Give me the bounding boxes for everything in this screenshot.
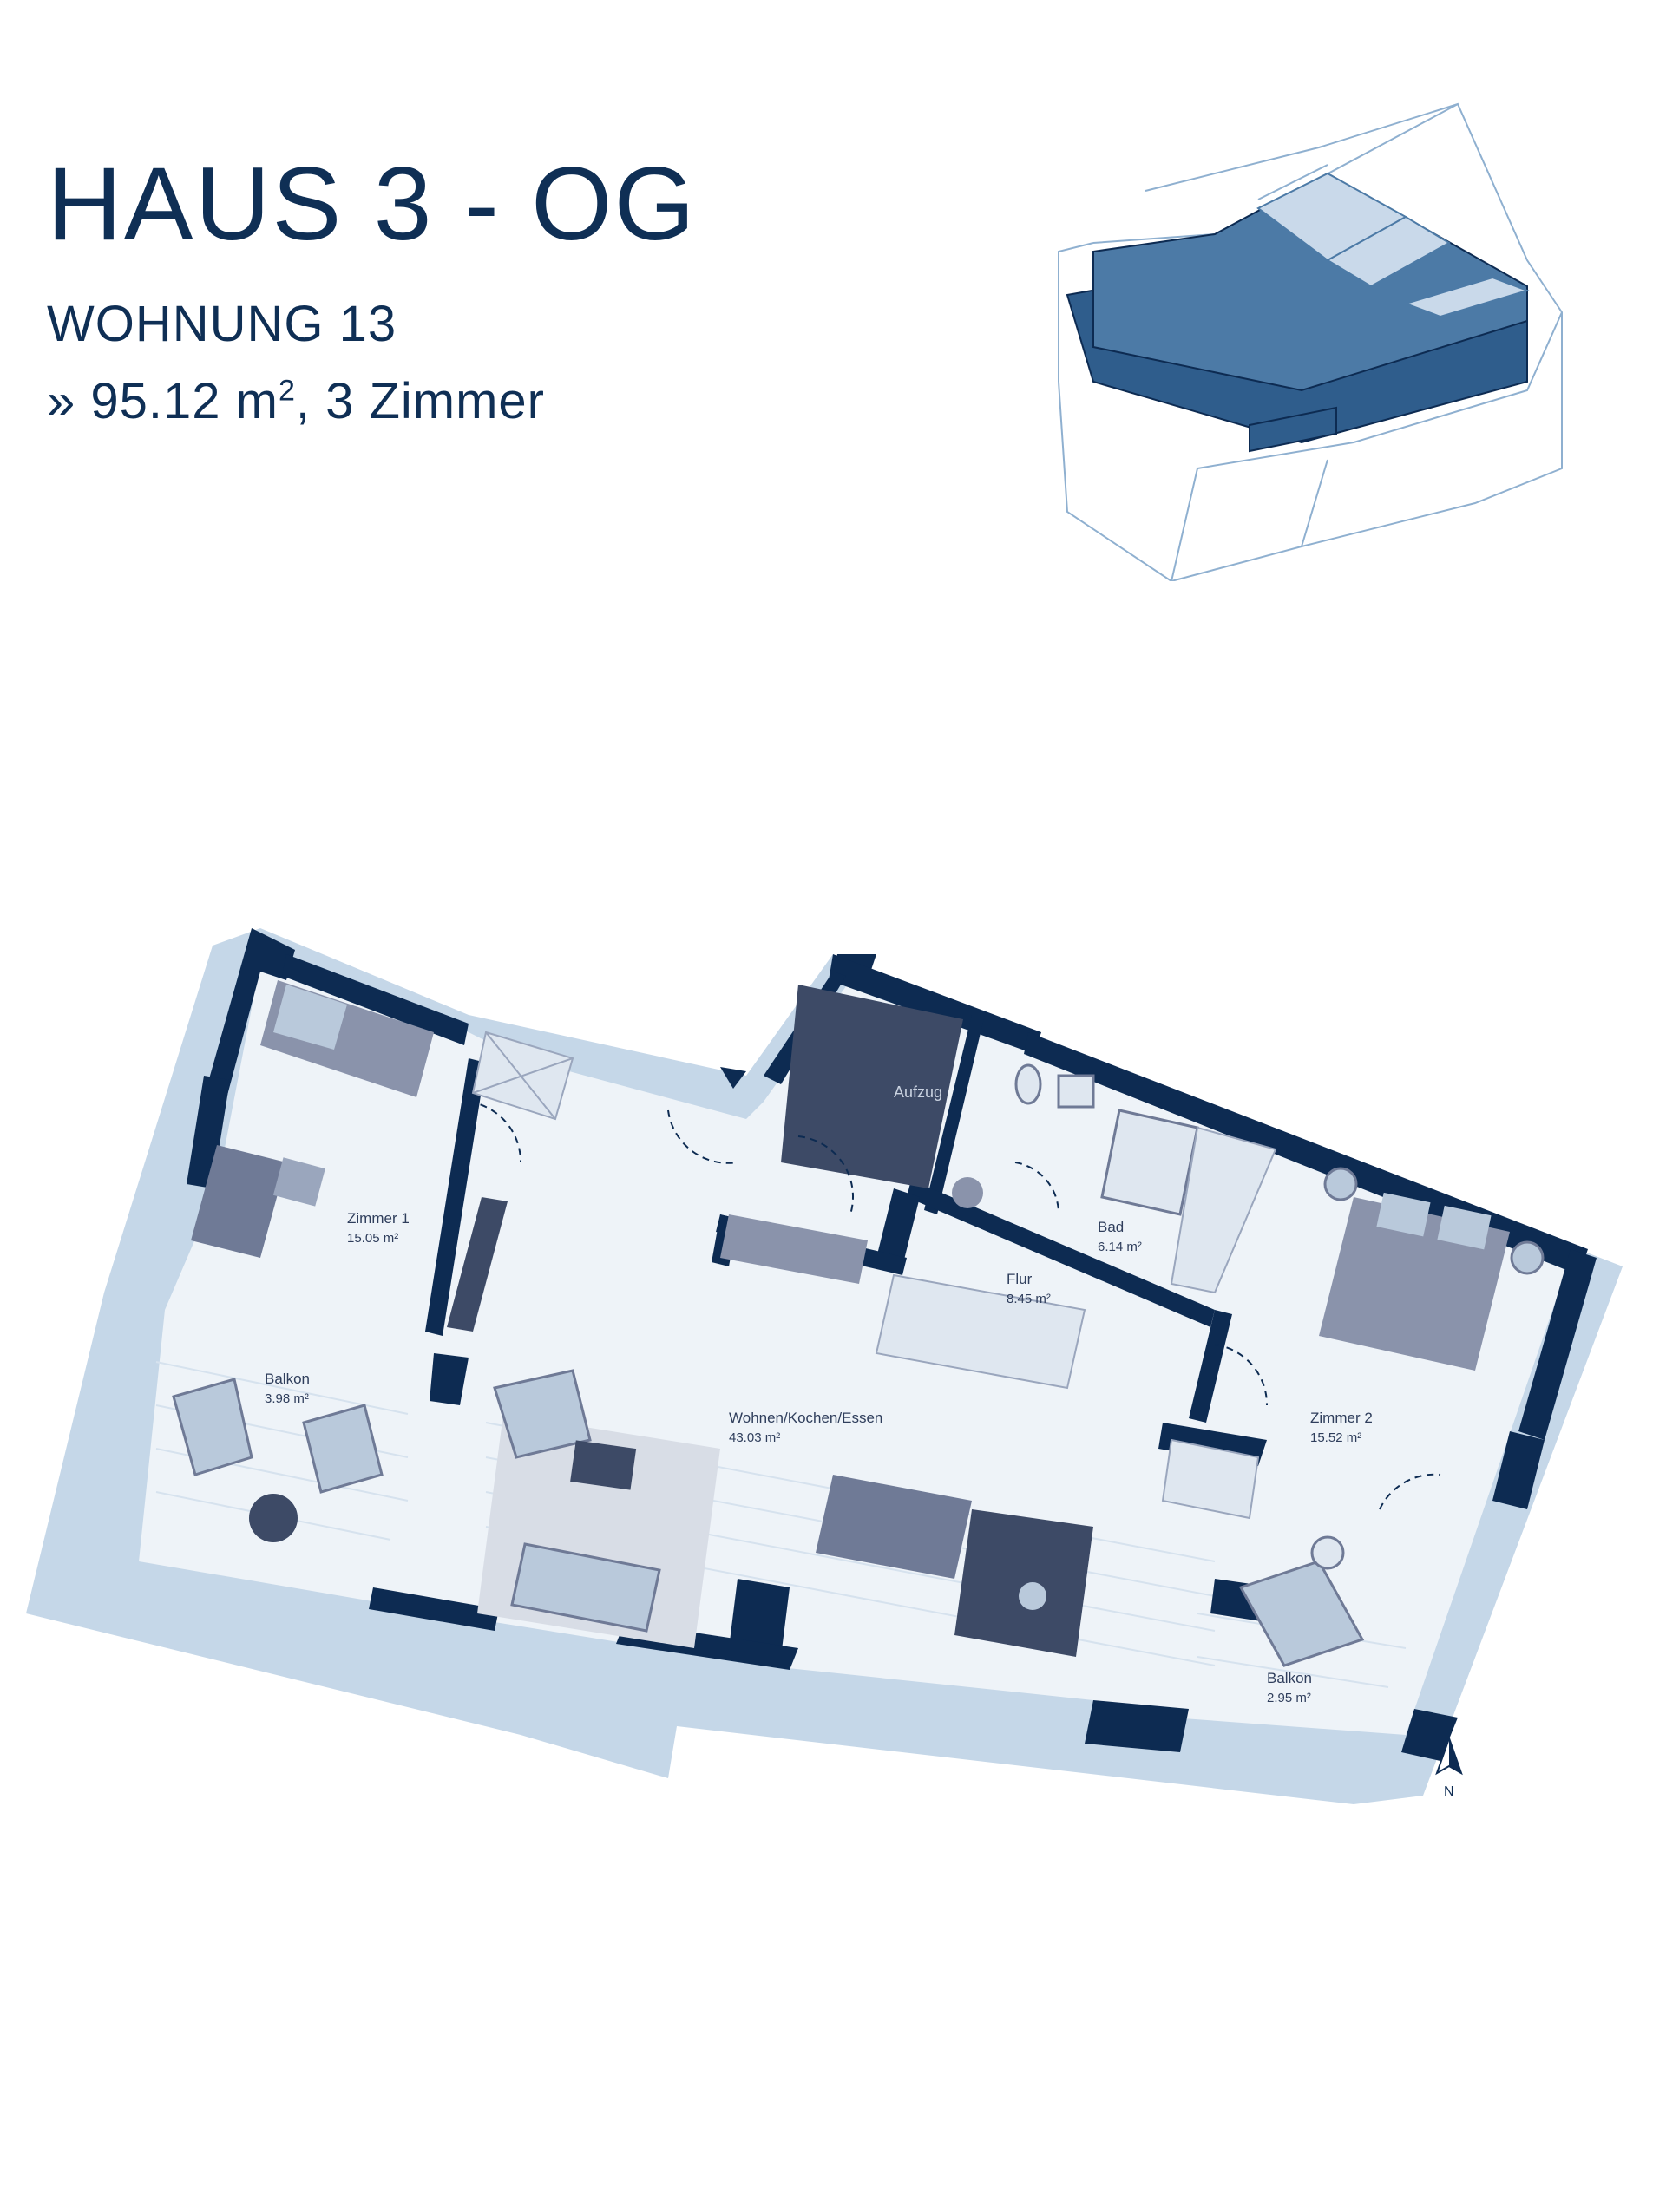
furniture-bad (952, 1063, 1199, 1216)
elevator (781, 985, 963, 1188)
balkon2-name: Balkon (1267, 1670, 1312, 1686)
header: HAUS 3 - OG WOHNUNG 13 » 95.12 m2, 3 Zim… (47, 147, 697, 430)
flur-area: 8.45 m² (1007, 1292, 1051, 1306)
zimmer2-name: Zimmer 2 (1310, 1410, 1373, 1426)
area-summary: » 95.12 m2, 3 Zimmer (47, 372, 697, 430)
bad-area: 6.14 m² (1098, 1240, 1142, 1254)
area-unit-exponent: 2 (278, 374, 296, 408)
aufzug-label: Aufzug (894, 1083, 942, 1101)
entrance-marker (720, 1067, 746, 1089)
wohnen-area: 43.03 m² (729, 1430, 780, 1445)
balkon2-area: 2.95 m² (1267, 1691, 1311, 1705)
apartment-subtitle: WOHNUNG 13 (47, 296, 397, 352)
furniture-balkon1 (172, 1378, 384, 1542)
zimmer2-area: 15.52 m² (1310, 1430, 1361, 1445)
zimmer1-name: Zimmer 1 (347, 1210, 410, 1227)
furniture-wohnen (477, 1214, 1093, 1657)
wohnen-name: Wohnen/Kochen/Essen (729, 1410, 882, 1426)
furniture-balkon2 (1238, 1535, 1365, 1667)
page-title: HAUS 3 - OG (47, 146, 697, 262)
furniture-zimmer1 (191, 980, 574, 1332)
north-arrow-icon: N (1435, 1735, 1463, 1799)
furniture-zimmer2 (1161, 1126, 1545, 1520)
door-swings (468, 1101, 1441, 1510)
floor-plan: Aufzug Zimmer 1 15.05 m² Balkon 3.98 m² … (26, 928, 1623, 1804)
zimmer1-area: 15.05 m² (347, 1231, 398, 1246)
bad-name: Bad (1098, 1219, 1124, 1235)
flur-name: Flur (1007, 1271, 1033, 1287)
room-count: , 3 Zimmer (295, 373, 545, 429)
north-label: N (1444, 1784, 1454, 1799)
balkon1-name: Balkon (265, 1371, 310, 1387)
area-value: » 95.12 m (47, 373, 279, 429)
building-isometric-thumbnail (1058, 102, 1563, 581)
balkon1-area: 3.98 m² (265, 1391, 309, 1406)
